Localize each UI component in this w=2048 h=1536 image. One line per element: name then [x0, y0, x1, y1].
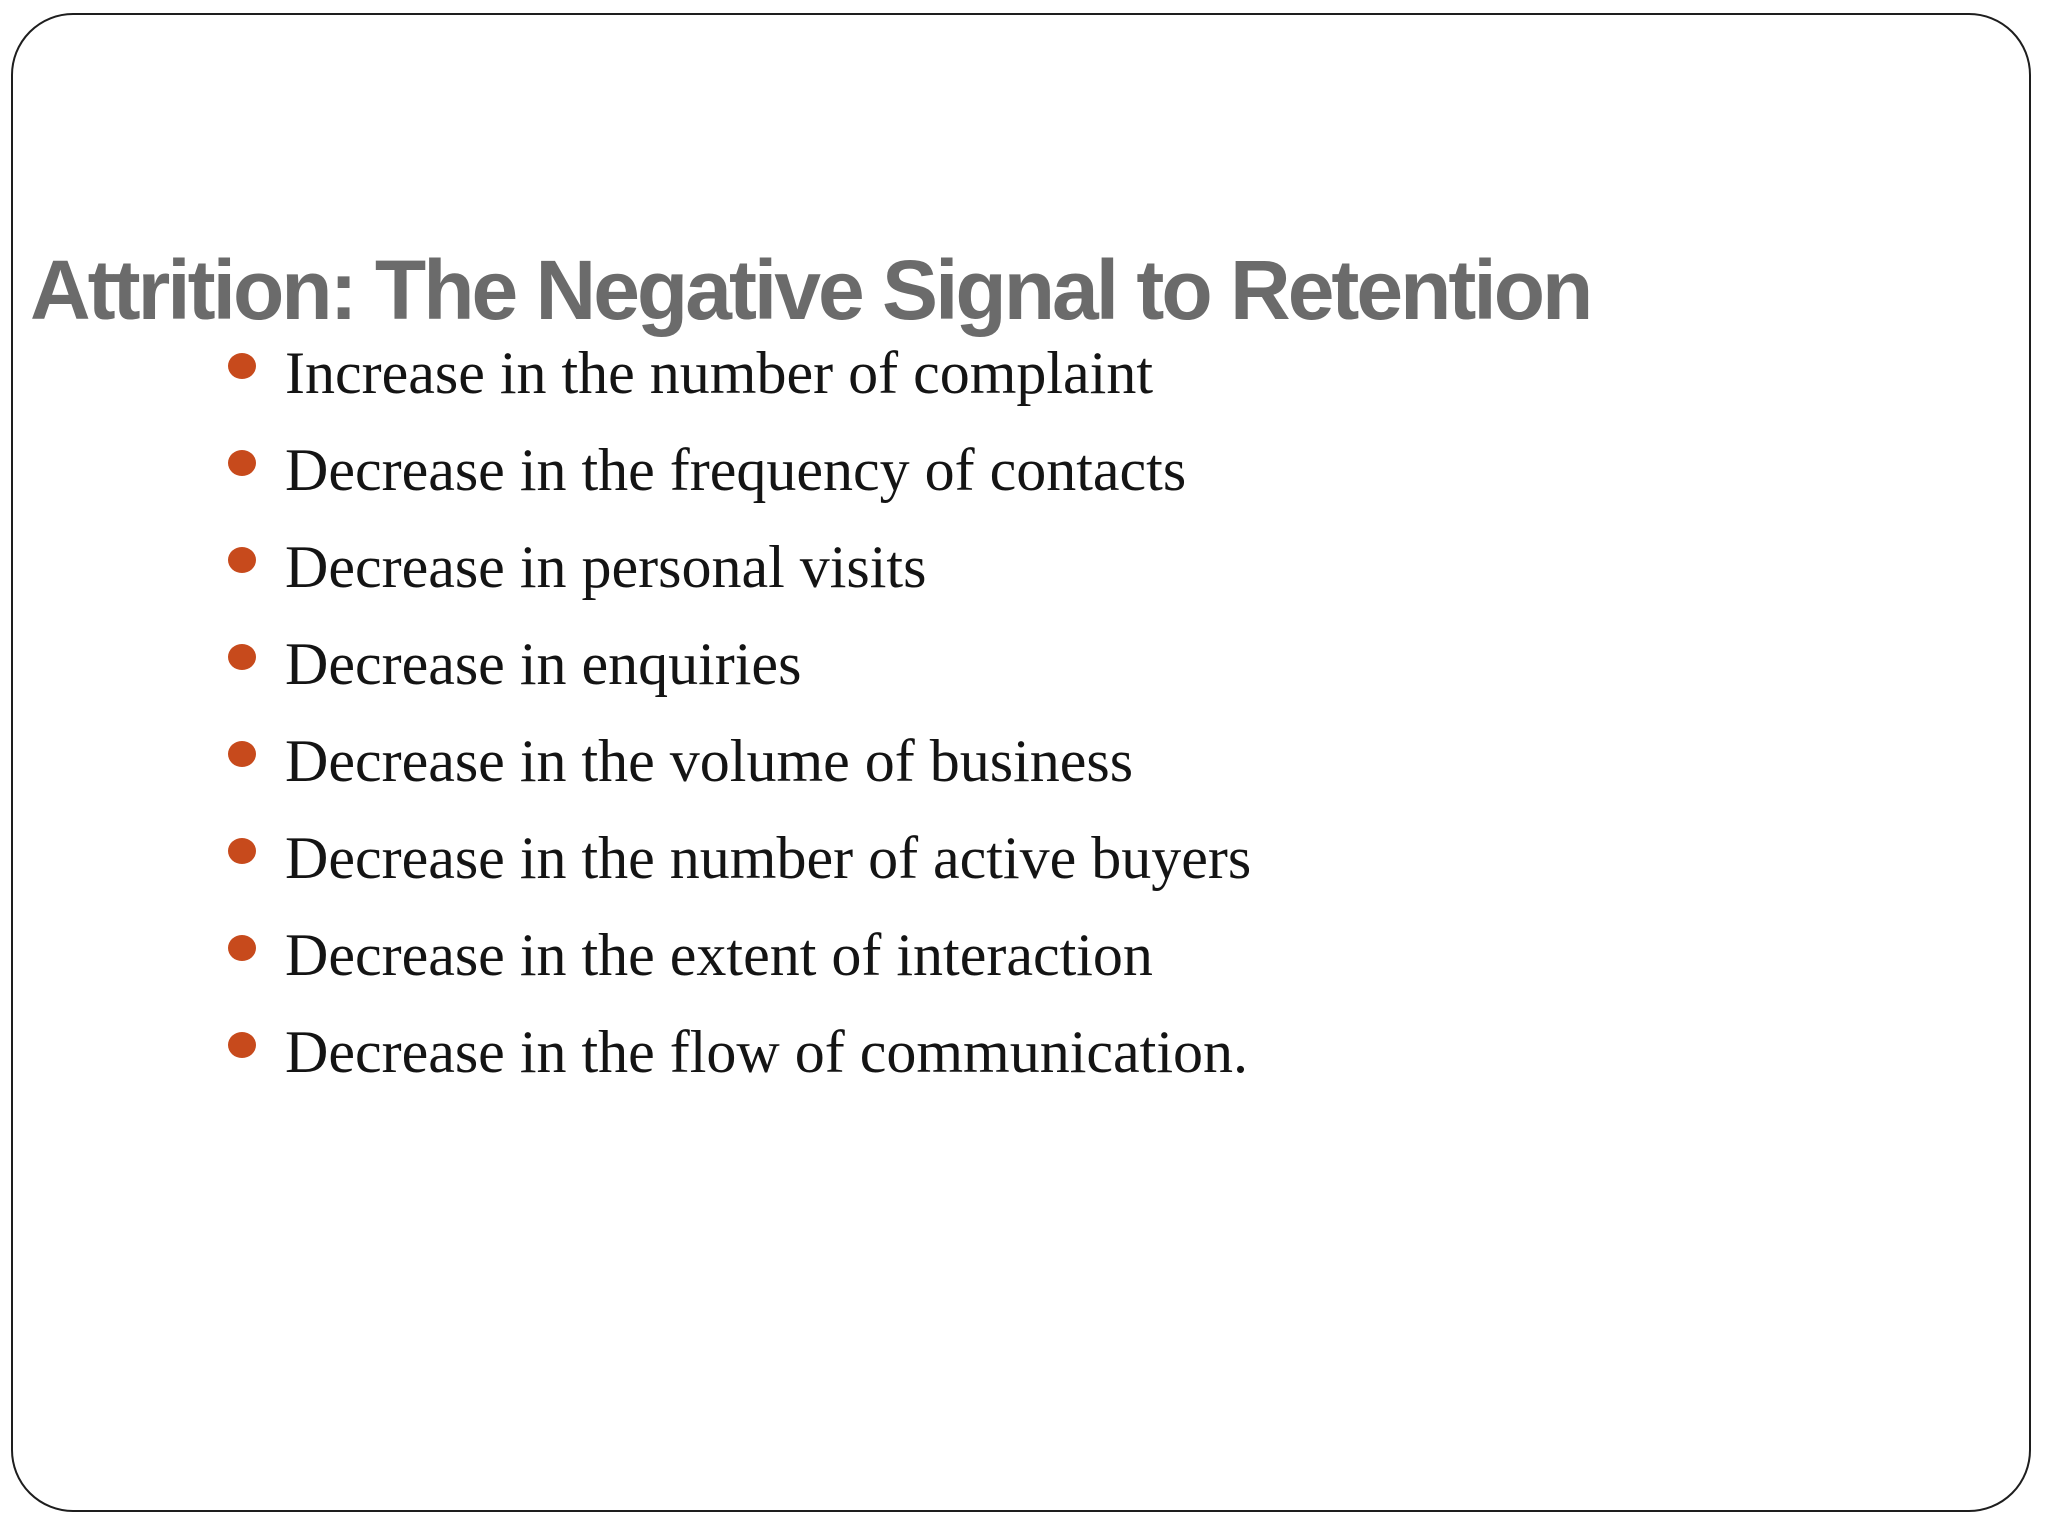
list-item: Decrease in personal visits	[228, 519, 1251, 616]
list-item: Decrease in the extent of interaction	[228, 907, 1251, 1004]
list-item: Decrease in the number of active buyers	[228, 810, 1251, 907]
bullet-icon	[228, 837, 256, 864]
bullet-text: Decrease in the frequency of contacts	[285, 437, 1187, 503]
bullet-text: Decrease in enquiries	[285, 631, 802, 697]
bullet-list: Increase in the number of complaint Decr…	[228, 325, 1251, 1101]
bullet-text: Decrease in the flow of communication.	[285, 1019, 1248, 1085]
list-item: Decrease in enquiries	[228, 616, 1251, 713]
bullet-icon	[228, 546, 256, 573]
list-item: Increase in the number of complaint	[228, 325, 1251, 422]
bullet-icon	[228, 449, 256, 476]
bullet-icon	[228, 934, 256, 961]
bullet-icon	[228, 1031, 256, 1058]
bullet-text: Decrease in the extent of interaction	[285, 922, 1153, 988]
bullet-icon	[228, 740, 256, 767]
bullet-text: Decrease in personal visits	[285, 534, 927, 600]
bullet-icon	[228, 643, 256, 670]
bullet-text: Decrease in the volume of business	[285, 728, 1134, 794]
list-item: Decrease in the frequency of contacts	[228, 422, 1251, 519]
page-title: Attrition: The Negative Signal to Retent…	[30, 243, 1593, 338]
list-item: Decrease in the volume of business	[228, 713, 1251, 810]
bullet-icon	[228, 352, 256, 379]
list-item: Decrease in the flow of communication.	[228, 1004, 1251, 1101]
bullet-text: Decrease in the number of active buyers	[285, 825, 1252, 891]
bullet-text: Increase in the number of complaint	[285, 340, 1154, 406]
slide-border	[11, 13, 2031, 1512]
